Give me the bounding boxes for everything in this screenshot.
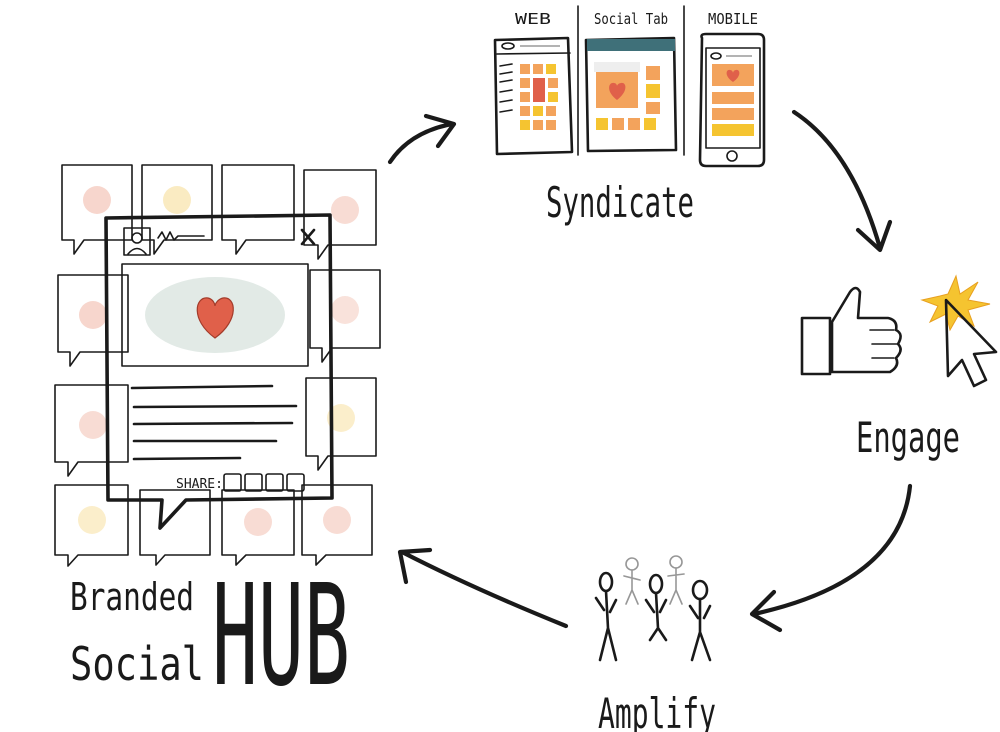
cycle-arrows [387, 109, 913, 633]
hub-tile [309, 269, 381, 363]
hub-tile [141, 164, 213, 255]
hub-tile [303, 169, 377, 260]
thumbs-up-icon [800, 286, 902, 376]
share-button-4[interactable] [286, 473, 305, 492]
web-tiles [520, 64, 558, 130]
share-button-2[interactable] [244, 473, 263, 492]
step-engage-label: Engage [856, 413, 960, 462]
channel-mobile-label: MOBILE [708, 10, 758, 28]
social-tab-mockup [584, 36, 678, 153]
close-icon[interactable] [300, 228, 316, 246]
share-button-1[interactable] [223, 473, 242, 492]
heart-icon [196, 297, 234, 339]
amplify-crowd [594, 555, 712, 662]
hub-label: Branded Social HUB [70, 555, 350, 718]
hub-label-social: Social [70, 637, 204, 691]
hub-label-hub: HUB [212, 555, 350, 718]
mobile-phone-mockup [698, 32, 766, 168]
hub-tile [221, 164, 295, 255]
syndicate-channels: WEB S [493, 5, 766, 168]
hub-tile [54, 484, 129, 567]
share-label: SHARE: [176, 477, 223, 492]
home-button-icon [726, 150, 738, 162]
engage-icons [800, 274, 998, 388]
stick-figure [688, 579, 712, 662]
channel-social-tab-label: Social Tab [594, 10, 668, 28]
hub-tile [57, 274, 129, 367]
hub-tile [301, 484, 373, 566]
arrow-amplify-to-hub [397, 547, 569, 629]
stick-figure [644, 573, 668, 642]
hub-tile [54, 384, 129, 477]
share-buttons [223, 473, 305, 492]
stick-figure [667, 555, 685, 605]
step-amplify-label: Amplify [598, 689, 716, 732]
hub-label-branded: Branded [70, 575, 194, 619]
arrow-engage-to-amplify [749, 483, 913, 633]
click-cursor-icon [920, 274, 998, 388]
share-button-3[interactable] [265, 473, 284, 492]
post-image [121, 263, 309, 367]
hub-tile [221, 489, 295, 566]
stick-figure [594, 571, 618, 662]
hub-tile-grid [54, 164, 381, 567]
avatar-icon [123, 227, 151, 256]
channel-web-label: WEB [515, 10, 551, 28]
hub-tile [305, 377, 377, 471]
step-syndicate-label: Syndicate [546, 178, 694, 227]
arrow-hub-to-syndicate [387, 113, 457, 165]
web-browser-mockup [493, 36, 574, 156]
post-text-lines [130, 384, 298, 461]
hub-tile [61, 164, 133, 255]
stick-figure [623, 557, 641, 605]
arrow-syndicate-to-engage [791, 109, 893, 253]
hub-post-card: SHARE: [104, 213, 334, 530]
